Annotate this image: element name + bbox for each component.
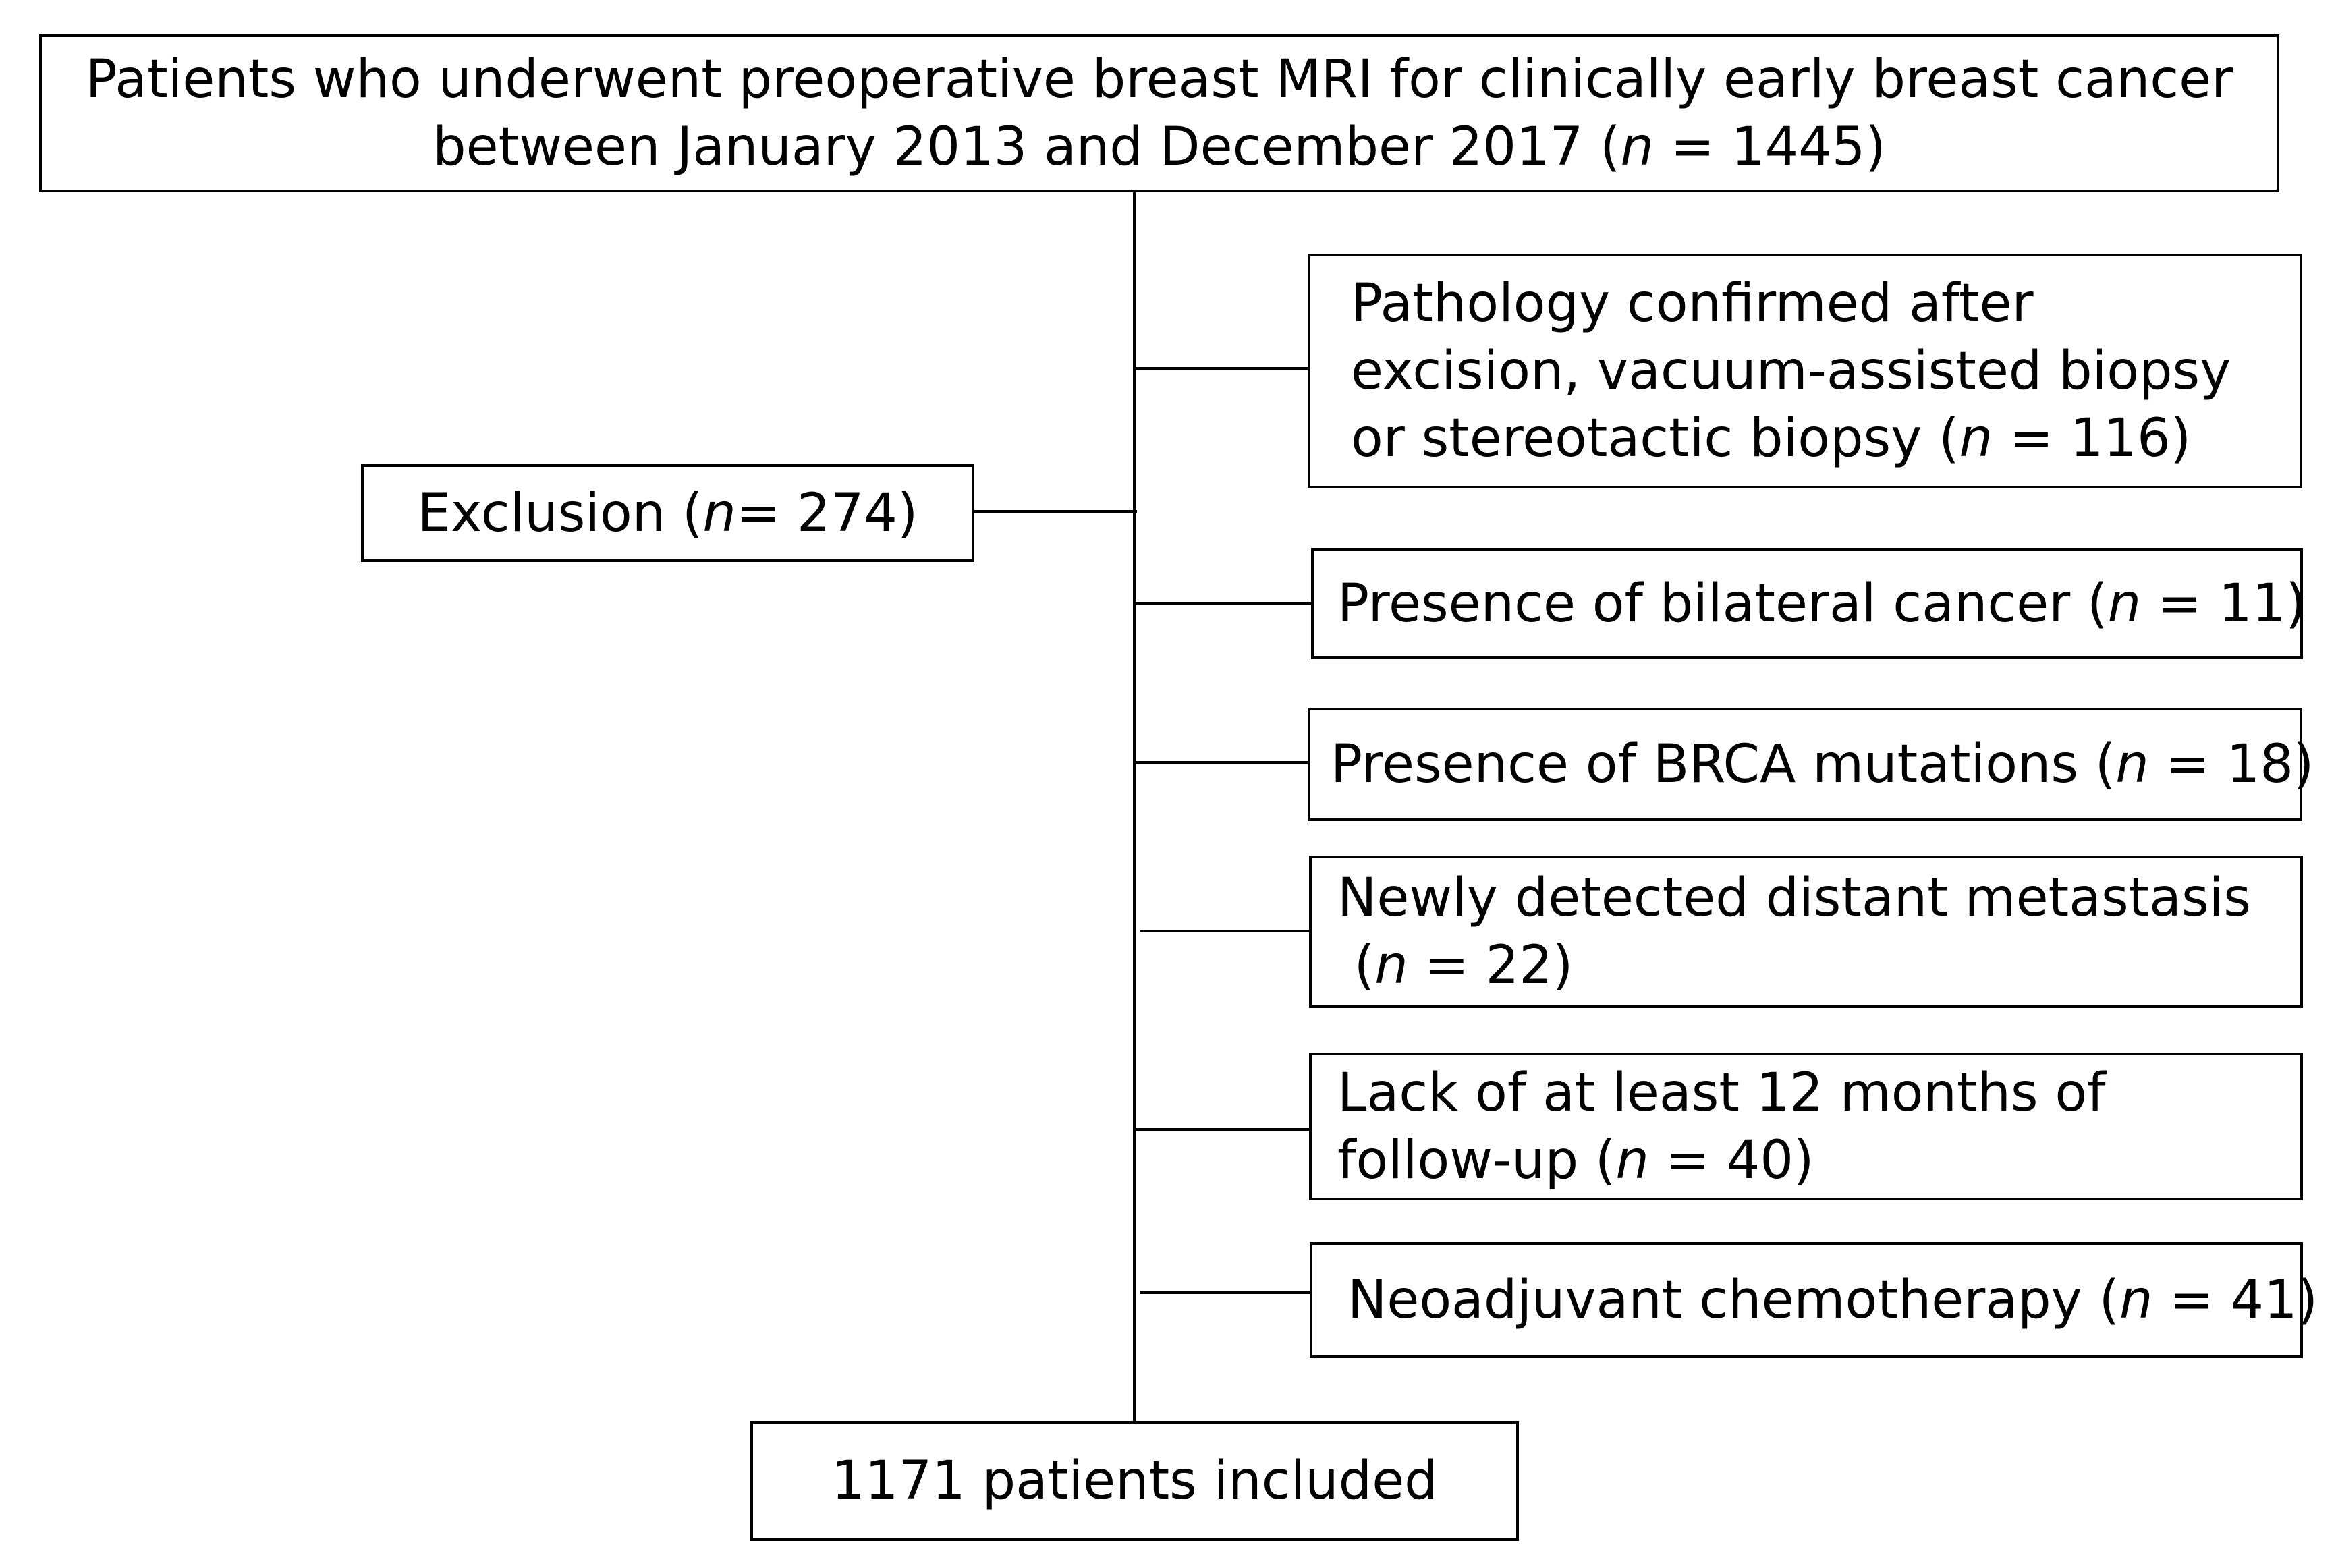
- connector-neoadjuvant: [1140, 1291, 1310, 1294]
- followup-line-2: follow-up (n = 40): [1337, 1127, 1814, 1194]
- distant-metastasis-box: Newly detected distant metastasis (n = 2…: [1309, 856, 2303, 1008]
- brca-label: Presence of BRCA mutations (: [1331, 734, 2116, 795]
- enrolled-count: = 1445): [1653, 117, 1886, 177]
- exclusion-n-symbol: n: [702, 482, 736, 544]
- neoadjuvant-label: Neoadjuvant chemotherapy (: [1347, 1270, 2120, 1331]
- main-trunk-line: [1133, 192, 1136, 1421]
- connector-followup: [1134, 1128, 1309, 1131]
- pathology-count: = 116): [1992, 408, 2192, 469]
- bilateral-cancer-box: Presence of bilateral cancer (n = 11): [1311, 548, 2306, 659]
- metastasis-line-2: (n = 22): [1337, 932, 1574, 999]
- enrolled-patients-box: Patients who underwent preoperative brea…: [39, 34, 2279, 192]
- connector-brca: [1134, 761, 1308, 764]
- followup-n-symbol: n: [1615, 1129, 1649, 1191]
- exclusion-label: Exclusion (: [417, 482, 703, 544]
- connector-pathology: [1134, 367, 1308, 370]
- metastasis-line-2-prefix: (: [1337, 935, 1375, 996]
- pathology-line-3-prefix: or stereotactic biopsy (: [1351, 408, 1959, 469]
- connector-metastasis: [1140, 930, 1309, 932]
- included-text: 1171 patients included: [831, 1451, 1438, 1511]
- enrolled-line-2: between January 2013 and December 2017 (…: [433, 113, 1886, 181]
- pathology-line-2: excision, vacuum-assisted biopsy: [1351, 341, 2231, 401]
- neoadjuvant-text: Neoadjuvant chemotherapy (n = 41): [1347, 1266, 2318, 1334]
- connector-bilateral: [1134, 602, 1311, 605]
- pathology-confirmed-box: Pathology confirmed after excision, vacu…: [1308, 254, 2302, 488]
- bilateral-label: Presence of bilateral cancer (: [1337, 573, 2108, 634]
- metastasis-count: = 22): [1408, 935, 1574, 996]
- brca-mutations-box: Presence of BRCA mutations (n = 18): [1308, 708, 2314, 821]
- brca-n-symbol: n: [2115, 734, 2149, 795]
- bilateral-count: = 11): [2141, 573, 2306, 634]
- pathology-line-1: Pathology confirmed after: [1351, 273, 2034, 334]
- metastasis-n-symbol: n: [1374, 935, 1408, 996]
- followup-count: = 40): [1648, 1129, 1814, 1191]
- exclusion-box: Exclusion (n= 274): [361, 464, 974, 562]
- bilateral-text: Presence of bilateral cancer (n = 11): [1337, 570, 2306, 638]
- brca-count: = 18): [2148, 734, 2314, 795]
- exclusion-count: = 274): [735, 482, 918, 544]
- lack-of-followup-box: Lack of at least 12 months of follow-up …: [1309, 1053, 2303, 1200]
- bilateral-n-symbol: n: [2107, 573, 2141, 634]
- followup-line-1: Lack of at least 12 months of: [1337, 1062, 2106, 1123]
- brca-text: Presence of BRCA mutations (n = 18): [1331, 731, 2314, 798]
- neoadjuvant-n-symbol: n: [2119, 1270, 2153, 1331]
- enrolled-line-1: Patients who underwent preoperative brea…: [85, 49, 2233, 110]
- pathology-n-symbol: n: [1959, 408, 1993, 469]
- neoadjuvant-count: = 41): [2152, 1270, 2318, 1331]
- patients-included-box: 1171 patients included: [750, 1421, 1519, 1541]
- neoadjuvant-chemotherapy-box: Neoadjuvant chemotherapy (n = 41): [1310, 1242, 2318, 1358]
- metastasis-line-1: Newly detected distant metastasis: [1337, 868, 2251, 928]
- exclusion-text: Exclusion (n= 274): [418, 480, 918, 547]
- enrolled-n-symbol: n: [1620, 117, 1654, 177]
- followup-line-2-prefix: follow-up (: [1337, 1129, 1616, 1191]
- connector-exclusion: [974, 510, 1137, 513]
- enrolled-line-2-prefix: between January 2013 and December 2017 (: [433, 117, 1621, 177]
- pathology-line-3: or stereotactic biopsy (n = 116): [1351, 405, 2191, 472]
